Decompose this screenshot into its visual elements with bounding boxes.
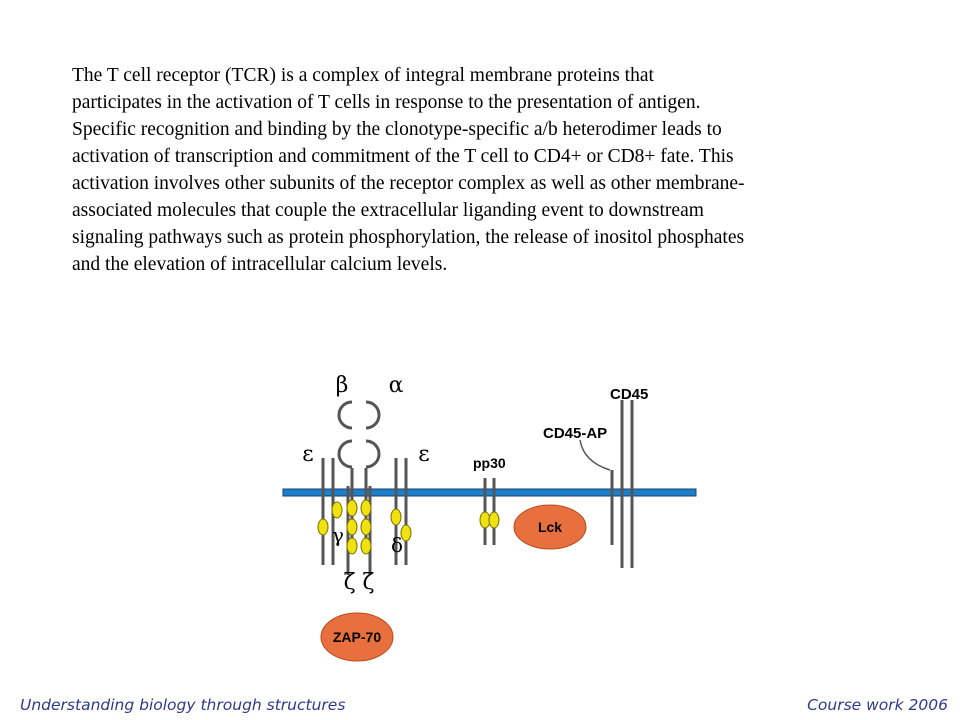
alpha-chain-domain: [365, 400, 381, 430]
itam-motifs: [317, 499, 500, 555]
intro-line: activation of transcription and commitme…: [72, 146, 734, 167]
itam-ellipse: [346, 537, 358, 555]
footer-course-year: Course work 2006: [807, 696, 948, 714]
alpha-chain-domain: [365, 439, 381, 469]
intro-line: signaling pathways such as protein phosp…: [72, 227, 745, 248]
beta-label: β: [336, 373, 349, 398]
zap70-kinase: [320, 612, 394, 662]
zeta-label: ζ ζ: [344, 570, 375, 595]
itam-ellipse: [360, 537, 372, 555]
pp30-label: pp30: [473, 455, 506, 471]
epsilon-right-label: ε: [418, 442, 429, 467]
intro-line: activation involves other subunits of th…: [72, 173, 745, 194]
cd45-ap-label: CD45-AP: [543, 425, 607, 442]
itam-ellipse: [488, 511, 500, 529]
itam-ellipse: [360, 518, 372, 536]
itam-ellipse: [331, 501, 343, 519]
gamma-label: γ: [332, 523, 344, 547]
cd45-label: CD45: [610, 386, 648, 403]
intro-line: and the elevation of intracellular calci…: [72, 254, 448, 275]
beta-chain-domain: [337, 400, 353, 430]
lck-label: Lck: [538, 519, 562, 535]
intro-line: participates in the activation of T cell…: [72, 92, 701, 113]
delta-label: δ: [391, 533, 403, 557]
zap70-label: ZAP-70: [333, 629, 381, 645]
intro-line: Specific recognition and binding by the …: [72, 119, 722, 140]
itam-ellipse: [317, 518, 329, 536]
itam-ellipse: [346, 499, 358, 517]
intro-line: associated molecules that couple the ext…: [72, 200, 704, 221]
intro-paragraph: The T cell receptor (TCR) is a complex o…: [72, 62, 912, 278]
alpha-label: α: [389, 373, 404, 398]
cd45-ap-pointer: [579, 439, 611, 471]
epsilon-left-label: ε: [302, 442, 313, 467]
intro-line: The T cell receptor (TCR) is a complex o…: [72, 65, 654, 86]
itam-ellipse: [346, 518, 358, 536]
beta-chain-domain: [337, 439, 353, 469]
footer-course-title: Understanding biology through structures: [20, 696, 346, 714]
itam-ellipse: [400, 524, 412, 542]
itam-ellipse: [360, 499, 372, 517]
itam-ellipse: [390, 508, 402, 526]
cell-membrane: [282, 488, 697, 497]
tcr-alpha-beta-chains: [337, 400, 381, 545]
lck-kinase: [513, 504, 587, 550]
